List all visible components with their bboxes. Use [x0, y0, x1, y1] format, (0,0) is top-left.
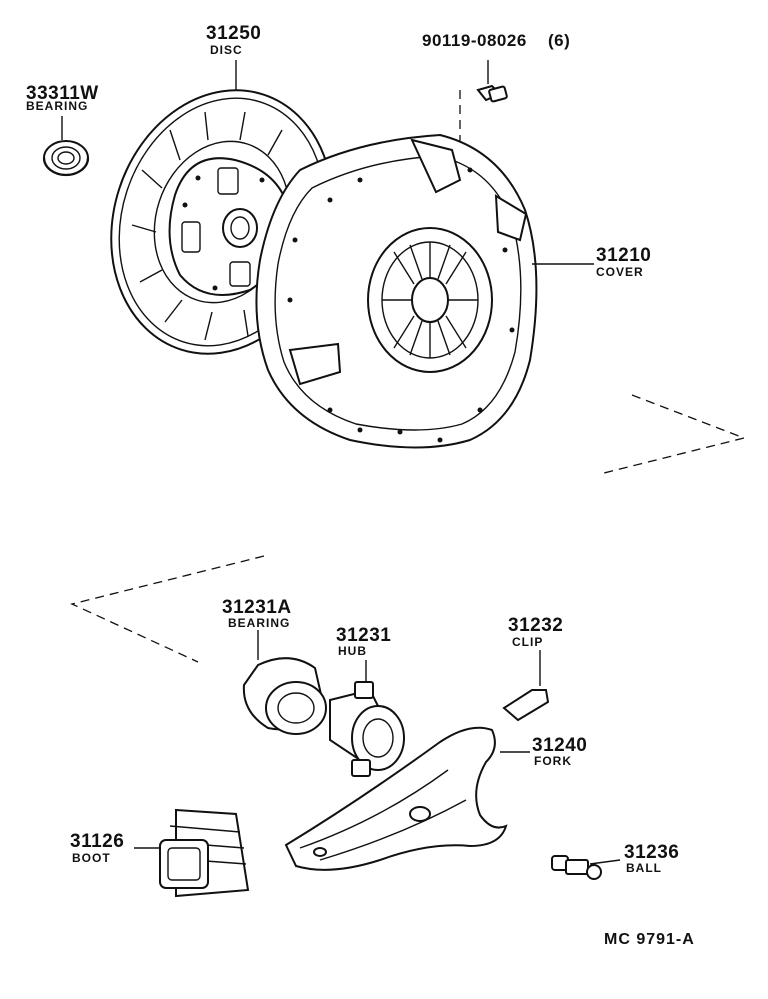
ball-drawing	[551, 855, 621, 880]
hub-part-number: 31231	[336, 625, 392, 646]
ball-part-number: 31236	[624, 842, 680, 863]
disc-part-number: 31250	[206, 23, 262, 44]
fork-part-name: FORK	[534, 754, 572, 768]
clip-drawing	[502, 650, 550, 722]
boot-part-name: BOOT	[72, 851, 111, 865]
pilot-bearing-part-number: 33311W	[26, 83, 99, 104]
clutch-cover-drawing	[255, 133, 594, 449]
release-bearing-drawing	[242, 630, 327, 735]
diagram-reference-code: MC 9791-A	[604, 931, 695, 948]
pilot-bearing-drawing	[42, 116, 90, 177]
pilot-bearing-part-name: BEARING	[26, 99, 89, 113]
release-bearing-part-name: BEARING	[228, 616, 291, 630]
boot-part-number: 31126	[70, 831, 125, 852]
hub-part-name: HUB	[338, 644, 367, 658]
clip-part-name: CLIP	[512, 635, 544, 649]
disc-part-name: DISC	[210, 43, 243, 57]
cover-part-name: COVER	[596, 265, 644, 279]
release-bearing-part-number: 31231A	[222, 597, 292, 618]
hub-drawing	[329, 660, 405, 777]
bolt-quantity: (6)	[548, 31, 571, 50]
bolt-drawing	[457, 60, 508, 161]
fork-part-number: 31240	[532, 735, 588, 756]
fork-drawing	[284, 726, 530, 871]
boot-drawing	[134, 808, 250, 898]
ball-part-name: BALL	[626, 861, 662, 875]
clip-part-number: 31232	[508, 615, 564, 636]
cover-part-number: 31210	[596, 245, 652, 266]
bolt-part-number: 90119-08026	[422, 31, 527, 50]
assembly-dashed-lines	[70, 394, 747, 663]
